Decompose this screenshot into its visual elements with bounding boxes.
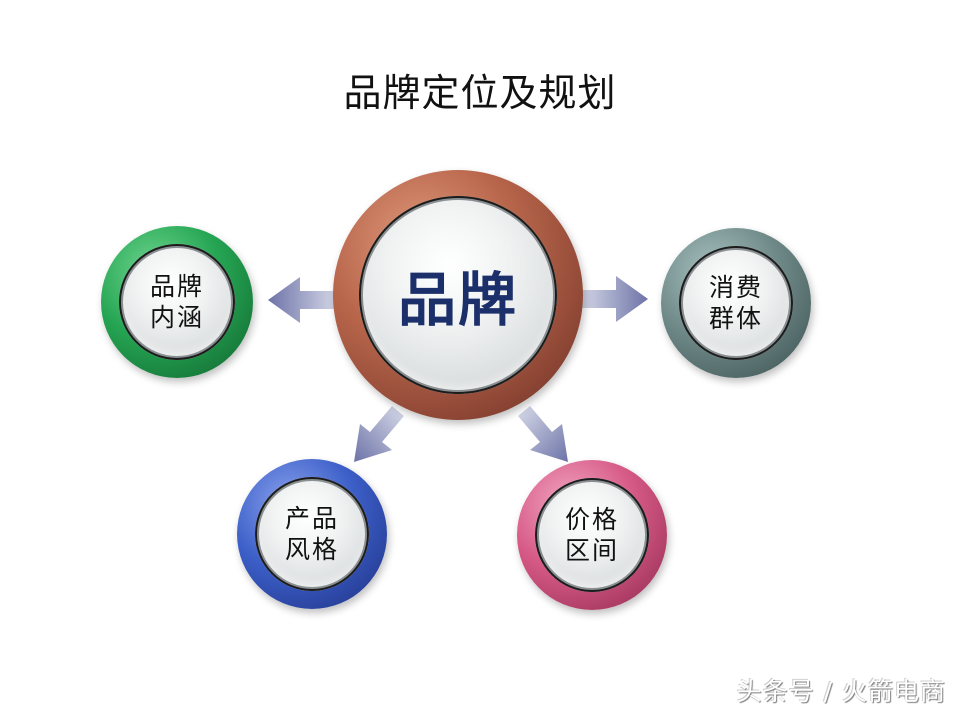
node-label-line1: 品牌 bbox=[149, 272, 204, 301]
arrow-down-left-icon bbox=[354, 406, 404, 462]
node-inner: 价格 区间 bbox=[535, 478, 649, 592]
page-title: 品牌定位及规划 bbox=[343, 71, 617, 115]
center-node-brand: 品牌 bbox=[333, 170, 583, 420]
node-label-line2: 内涵 bbox=[149, 303, 204, 332]
arrow-right-icon bbox=[578, 276, 648, 322]
node-price-range: 价格 区间 bbox=[517, 460, 667, 610]
node-inner: 品牌 内涵 bbox=[119, 244, 235, 360]
node-inner: 消费 群体 bbox=[679, 246, 793, 360]
arrow-left-icon bbox=[268, 277, 340, 323]
node-label-line2: 风格 bbox=[284, 535, 339, 564]
node-brand-connotation: 品牌 内涵 bbox=[101, 226, 253, 378]
center-inner: 品牌 bbox=[359, 196, 557, 394]
node-label-line2: 区间 bbox=[564, 536, 619, 565]
watermark: 头条号 / 火箭电商 bbox=[736, 677, 946, 706]
node-inner: 产品 风格 bbox=[255, 477, 369, 591]
node-label-line1: 价格 bbox=[564, 505, 619, 534]
node-product-style: 产品 风格 bbox=[237, 459, 387, 609]
node-label-line1: 产品 bbox=[284, 504, 339, 533]
center-label: 品牌 bbox=[397, 266, 518, 334]
arrow-down-right-icon bbox=[518, 406, 568, 462]
node-consumer-group: 消费 群体 bbox=[661, 228, 811, 378]
node-label-line2: 群体 bbox=[708, 304, 763, 333]
node-label-line1: 消费 bbox=[708, 273, 763, 302]
